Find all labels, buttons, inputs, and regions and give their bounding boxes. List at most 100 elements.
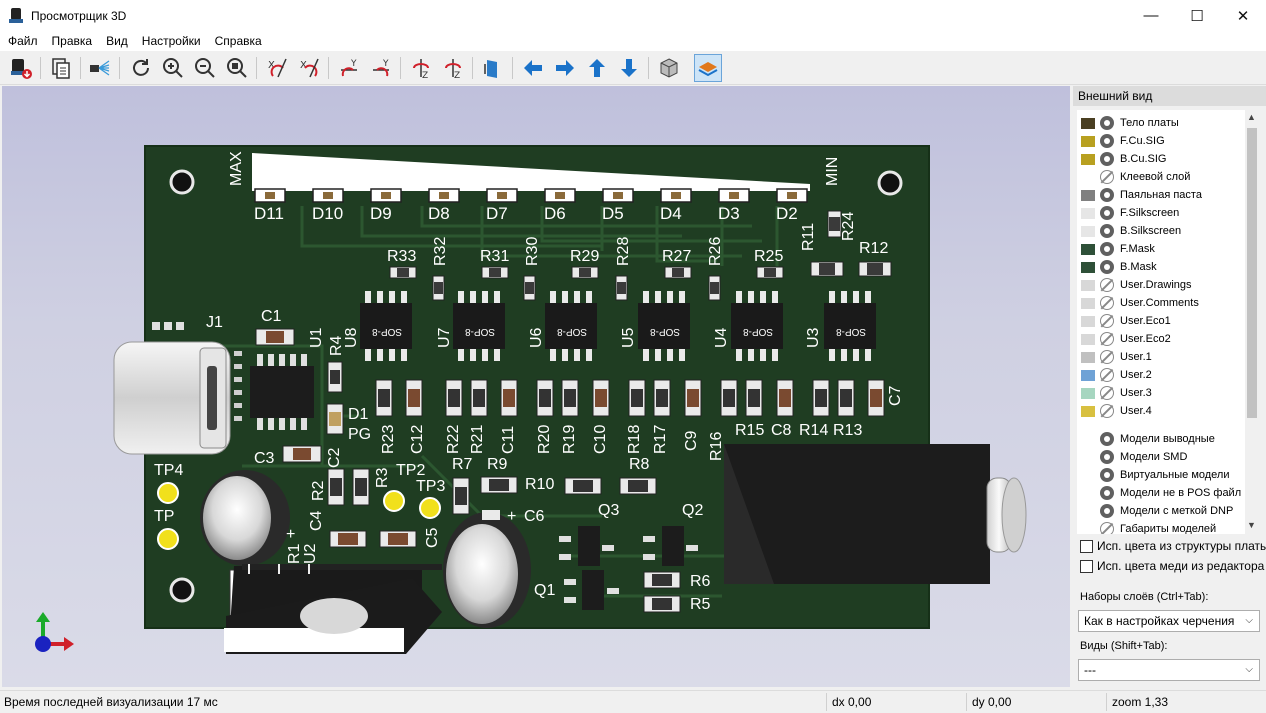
layer-row[interactable]: User.1 bbox=[1081, 348, 1152, 366]
board-colors-checkbox-row[interactable]: Исп. цвета из структуры платы bbox=[1080, 539, 1266, 553]
layer-row[interactable]: Тело платы bbox=[1081, 114, 1179, 132]
rotate-y-ccw-icon[interactable]: Y bbox=[367, 54, 395, 82]
views-select[interactable]: --- ⌵ bbox=[1078, 659, 1260, 681]
eye-icon[interactable] bbox=[1100, 188, 1114, 202]
eye-icon[interactable] bbox=[1100, 432, 1114, 446]
eye-hidden-icon[interactable] bbox=[1100, 386, 1114, 400]
layer-color-swatch[interactable] bbox=[1081, 172, 1095, 183]
layer-color-swatch[interactable] bbox=[1081, 315, 1095, 327]
board-colors-checkbox[interactable] bbox=[1080, 539, 1093, 553]
layer-presets-select[interactable]: Как в настройках черчения ⌵ bbox=[1078, 610, 1260, 632]
layer-color-swatch[interactable] bbox=[1081, 387, 1095, 399]
layer-color-swatch[interactable] bbox=[1081, 405, 1095, 417]
eye-hidden-icon[interactable] bbox=[1100, 296, 1114, 310]
layer-color-swatch[interactable] bbox=[1081, 225, 1095, 237]
reload-icon[interactable] bbox=[127, 54, 155, 82]
layer-row[interactable]: F.Silkscreen bbox=[1081, 204, 1179, 222]
layer-row[interactable]: Габариты моделей bbox=[1081, 520, 1216, 534]
eye-icon[interactable] bbox=[1100, 260, 1114, 274]
rotate-z-ccw-icon[interactable]: Z bbox=[439, 54, 467, 82]
eye-hidden-icon[interactable] bbox=[1100, 522, 1114, 534]
eye-hidden-icon[interactable] bbox=[1100, 278, 1114, 292]
layer-color-swatch[interactable] bbox=[1081, 189, 1095, 201]
layer-row[interactable]: User.Comments bbox=[1081, 294, 1199, 312]
rotate-y-cw-icon[interactable]: Y bbox=[335, 54, 363, 82]
layer-color-swatch[interactable] bbox=[1081, 333, 1095, 345]
pan-right-icon[interactable] bbox=[551, 54, 579, 82]
zoom-in-icon[interactable] bbox=[159, 54, 187, 82]
pan-left-icon[interactable] bbox=[519, 54, 547, 82]
layer-color-swatch[interactable] bbox=[1081, 351, 1095, 363]
layer-color-swatch[interactable] bbox=[1081, 369, 1095, 381]
eye-icon[interactable] bbox=[1100, 450, 1114, 464]
layer-color-swatch[interactable] bbox=[1081, 117, 1095, 129]
layer-row[interactable]: F.Cu.SIG bbox=[1081, 132, 1165, 150]
rotate-z-cw-icon[interactable]: Z bbox=[407, 54, 435, 82]
layer-row[interactable]: B.Mask bbox=[1081, 258, 1157, 276]
menu-view[interactable]: Вид bbox=[106, 34, 128, 48]
raytrace-icon[interactable] bbox=[86, 54, 114, 82]
ortho-icon[interactable] bbox=[655, 54, 683, 82]
layer-row[interactable]: Виртуальные модели bbox=[1081, 466, 1230, 484]
menu-help[interactable]: Справка bbox=[214, 34, 262, 48]
copy-clipboard-icon[interactable] bbox=[47, 54, 75, 82]
eye-icon[interactable] bbox=[1100, 242, 1114, 256]
layer-color-swatch[interactable] bbox=[1081, 243, 1095, 255]
layer-row[interactable]: B.Cu.SIG bbox=[1081, 150, 1166, 168]
layer-row[interactable]: Модели SMD bbox=[1081, 448, 1187, 466]
maximize-button[interactable]: ☐ bbox=[1190, 7, 1204, 25]
eye-icon[interactable] bbox=[1100, 134, 1114, 148]
copper-colors-checkbox-row[interactable]: Исп. цвета меди из редактора bbox=[1080, 559, 1264, 573]
minimize-button[interactable]: — bbox=[1143, 7, 1159, 24]
menu-settings[interactable]: Настройки bbox=[141, 34, 201, 48]
layer-row[interactable]: User.2 bbox=[1081, 366, 1152, 384]
copper-colors-checkbox[interactable] bbox=[1080, 559, 1093, 573]
flip-board-icon[interactable] bbox=[479, 54, 507, 82]
menu-edit[interactable]: Правка bbox=[51, 34, 93, 48]
rotate-x-cw-icon[interactable]: X bbox=[263, 54, 291, 82]
layer-row[interactable]: User.Eco1 bbox=[1081, 312, 1171, 330]
rotate-x-ccw-icon[interactable]: X bbox=[295, 54, 323, 82]
scroll-down-icon[interactable]: ▼ bbox=[1247, 520, 1256, 530]
layer-row[interactable]: Модели не в POS файл bbox=[1081, 484, 1241, 502]
zoom-fit-icon[interactable] bbox=[223, 54, 251, 82]
layer-color-swatch[interactable] bbox=[1081, 207, 1095, 219]
eye-hidden-icon[interactable] bbox=[1100, 170, 1114, 184]
layer-row[interactable]: B.Silkscreen bbox=[1081, 222, 1181, 240]
export-image-icon[interactable] bbox=[7, 54, 35, 82]
menu-file[interactable]: Файл bbox=[8, 34, 38, 48]
layers-icon[interactable] bbox=[694, 54, 722, 82]
close-button[interactable]: ✕ bbox=[1236, 7, 1250, 25]
layer-list-scrollbar[interactable]: ▲ ▼ bbox=[1245, 110, 1259, 534]
layer-row[interactable]: Клеевой слой bbox=[1081, 168, 1190, 186]
scroll-up-icon[interactable]: ▲ bbox=[1247, 112, 1256, 122]
layer-color-swatch[interactable] bbox=[1081, 261, 1095, 273]
eye-hidden-icon[interactable] bbox=[1100, 332, 1114, 346]
layer-row[interactable]: F.Mask bbox=[1081, 240, 1155, 258]
eye-hidden-icon[interactable] bbox=[1100, 314, 1114, 328]
layer-row[interactable]: Модели выводные bbox=[1081, 430, 1215, 448]
pan-up-icon[interactable] bbox=[583, 54, 611, 82]
layer-color-swatch[interactable] bbox=[1081, 135, 1095, 147]
layer-row[interactable]: User.Drawings bbox=[1081, 276, 1192, 294]
layer-color-swatch[interactable] bbox=[1081, 297, 1095, 309]
eye-icon[interactable] bbox=[1100, 486, 1114, 500]
eye-icon[interactable] bbox=[1100, 206, 1114, 220]
eye-icon[interactable] bbox=[1100, 152, 1114, 166]
layer-color-swatch[interactable] bbox=[1081, 279, 1095, 291]
eye-icon[interactable] bbox=[1100, 224, 1114, 238]
eye-hidden-icon[interactable] bbox=[1100, 404, 1114, 418]
layer-color-swatch[interactable] bbox=[1081, 153, 1095, 165]
eye-icon[interactable] bbox=[1100, 468, 1114, 482]
layer-row[interactable]: Паяльная паста bbox=[1081, 186, 1202, 204]
eye-hidden-icon[interactable] bbox=[1100, 368, 1114, 382]
pan-down-icon[interactable] bbox=[615, 54, 643, 82]
layer-row[interactable]: Модели с меткой DNP bbox=[1081, 502, 1233, 520]
layer-row[interactable]: User.4 bbox=[1081, 402, 1152, 420]
layer-row[interactable]: User.Eco2 bbox=[1081, 330, 1171, 348]
zoom-out-icon[interactable] bbox=[191, 54, 219, 82]
eye-icon[interactable] bbox=[1100, 116, 1114, 130]
eye-icon[interactable] bbox=[1100, 504, 1114, 518]
scroll-thumb[interactable] bbox=[1247, 128, 1257, 418]
layer-row[interactable]: User.3 bbox=[1081, 384, 1152, 402]
